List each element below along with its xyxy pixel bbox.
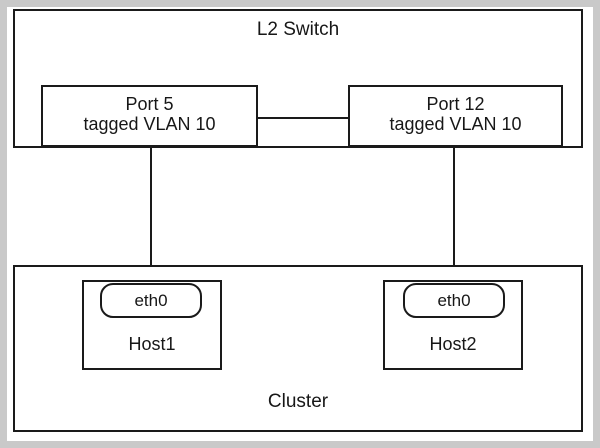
port-box-port-12[interactable] [348,85,563,147]
host-name-host1: Host1 [128,334,176,354]
host-name-host2: Host2 [429,334,477,354]
port-label-port-12: Port 12 tagged VLAN 10 [348,94,563,134]
link-port5-to-port12 [256,117,350,119]
port-box-port-5[interactable] [41,85,258,147]
port-vlan-port-5: tagged VLAN 10 [83,114,216,135]
nic-label-host2-eth0: eth0 [437,291,471,310]
port-name-port-12: Port 12 [426,94,485,114]
port-label-port-5: Port 5 tagged VLAN 10 [41,94,258,134]
cluster-title: Cluster [267,391,329,412]
switch-title: L2 Switch [256,19,340,40]
nic-box-host1-eth0[interactable] [100,283,202,318]
port-vlan-port-12: tagged VLAN 10 [389,114,522,135]
nic-box-host2-eth0[interactable] [403,283,505,318]
port-name-port-5: Port 5 [125,94,174,114]
link-port12-to-host2-eth0 [453,146,455,284]
nic-label-host1-eth0: eth0 [134,291,168,310]
link-port5-to-host1-eth0 [150,146,152,284]
